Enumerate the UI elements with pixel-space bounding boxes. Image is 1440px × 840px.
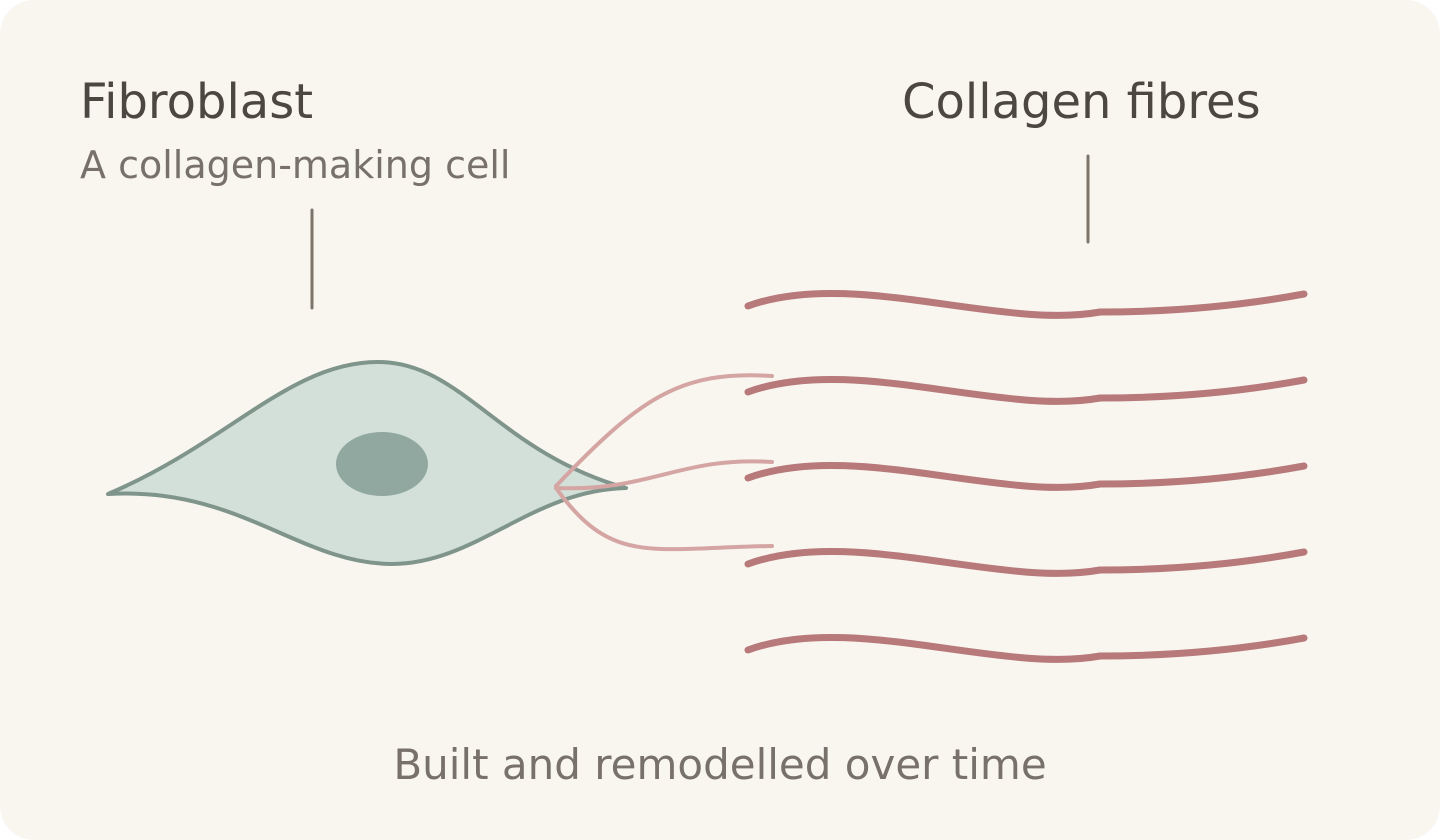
collagen-fibres [744,289,1308,663]
fibroblast-title: Fibroblast [80,74,314,130]
fibril-lower [554,486,774,552]
emerging-fibrils [554,373,774,552]
fibril-middle [554,459,774,491]
fibroblast-cell-icon [106,360,628,566]
collagen-fibres-title: Collagen fibres [902,74,1261,130]
collagen-fibre-icon [744,633,1308,663]
collagen-fibre-icon [744,375,1308,405]
nucleus-icon [336,432,428,496]
diagram-caption: Built and remodelled over time [393,740,1047,789]
collagen-fibre-icon [744,289,1308,319]
collagen-fibre-icon [744,461,1308,491]
fibroblast-subtitle: A collagen-making cell [80,143,511,187]
collagen-fibre-icon [744,547,1308,577]
fibril-upper [554,373,774,488]
